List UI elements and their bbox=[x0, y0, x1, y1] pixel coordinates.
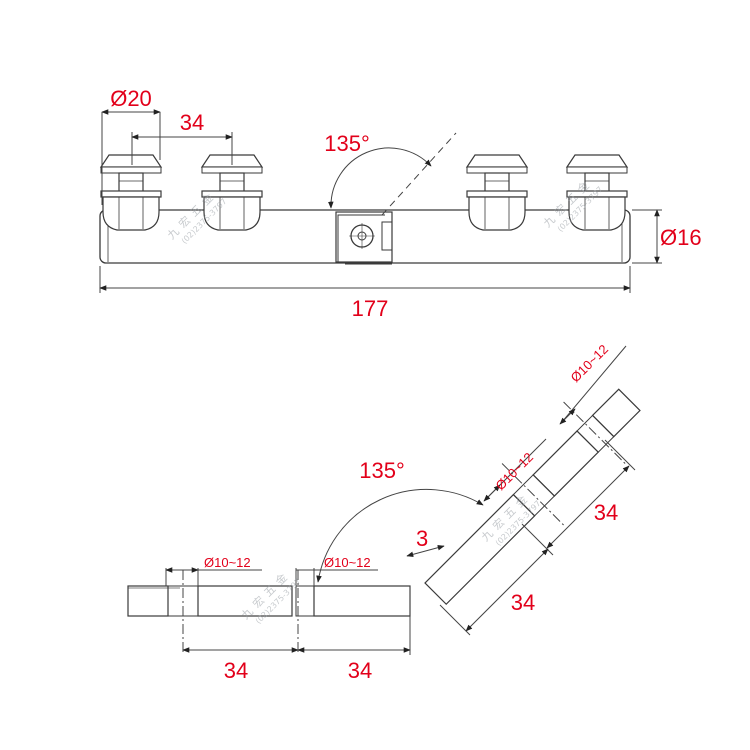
dim-label-hole-incline-upper: Ø10~12 bbox=[568, 342, 612, 386]
dim-diameter-20: Ø20 bbox=[101, 86, 161, 205]
dim-hole-left: Ø10~12 bbox=[165, 555, 262, 586]
glass-clamps bbox=[99, 154, 629, 231]
dim-hole-incline-upper: Ø10~12 bbox=[559, 342, 627, 425]
clamp-head bbox=[565, 154, 629, 231]
dim-label-angle-section: 135° bbox=[359, 458, 405, 483]
dim-hole-middle: Ø10~12 bbox=[295, 555, 378, 586]
watermark-bottom-left: 九 宏 五 金 (02)2375-3797 bbox=[239, 571, 303, 626]
section-bar-inclined bbox=[424, 388, 641, 606]
dim-gap-3: 3 bbox=[406, 526, 445, 558]
dim-label-hole-middle: Ø10~12 bbox=[324, 555, 371, 570]
hinge-joint bbox=[335, 211, 393, 265]
dim-incline-bottom-34: 34 bbox=[439, 548, 549, 636]
clamp-head bbox=[465, 154, 529, 231]
dim-label-bottom-left: 34 bbox=[224, 658, 248, 683]
clamp-head bbox=[200, 154, 264, 231]
top-view: Ø20 34 135° Ø16 177 bbox=[99, 86, 702, 321]
dim-overall-177: 177 bbox=[99, 266, 631, 321]
dim-hole-incline-lower: Ø10~12 bbox=[483, 438, 547, 502]
dim-label-bottom-right: 34 bbox=[348, 658, 372, 683]
section-view: Ø10~12 Ø10~12 34 34 135° 3 bbox=[127, 342, 641, 683]
dim-label-diameter-16: Ø16 bbox=[660, 225, 702, 250]
clamp-head bbox=[99, 154, 163, 231]
dim-label-incline-bottom: 34 bbox=[511, 590, 535, 615]
dim-label-spacing-top: 34 bbox=[180, 110, 204, 135]
dim-angle-section: 135° bbox=[316, 458, 484, 583]
dim-incline-right-34: 34 bbox=[521, 439, 636, 556]
dim-bottom-right-34: 34 bbox=[297, 647, 411, 683]
dim-angle-top: 135° bbox=[324, 131, 457, 216]
dim-label-diameter-20: Ø20 bbox=[110, 86, 152, 111]
dim-label-hole-incline-lower: Ø10~12 bbox=[493, 450, 537, 494]
dim-label-gap: 3 bbox=[416, 526, 428, 551]
dim-label-angle-top: 135° bbox=[324, 131, 370, 156]
section-bar-left bbox=[127, 570, 293, 655]
dim-bottom-left-34: 34 bbox=[182, 647, 299, 683]
dim-label-overall: 177 bbox=[352, 296, 389, 321]
section-bar-middle bbox=[295, 570, 411, 655]
dim-spacing-34-top: 34 bbox=[131, 110, 233, 165]
dim-label-hole-left: Ø10~12 bbox=[204, 555, 251, 570]
dim-diameter-16: Ø16 bbox=[632, 209, 702, 264]
dim-label-incline-right: 34 bbox=[594, 500, 618, 525]
